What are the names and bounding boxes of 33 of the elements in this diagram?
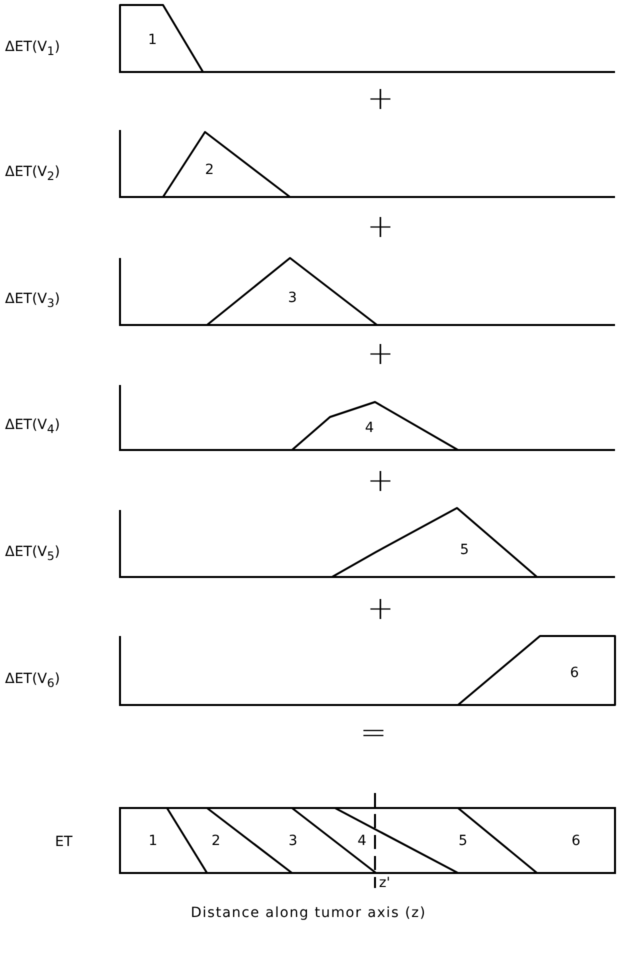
bar-heading: ET — [55, 835, 72, 849]
profile-number: 4 — [365, 421, 374, 435]
profile-shape — [458, 636, 615, 705]
segment-number: 1 — [145, 832, 161, 850]
plus-sign: + — [367, 82, 394, 114]
plus-sign: + — [367, 464, 394, 496]
segment-number: 4 — [355, 832, 369, 850]
curve-label: ΔET(V$_{4}$) — [5, 418, 60, 436]
profile-number: 5 — [460, 543, 469, 557]
plus-sign: + — [367, 210, 394, 242]
curve-label: ΔET(V$_{1}$) — [5, 40, 60, 58]
profile-shape — [332, 508, 537, 577]
profile-number: 1 — [148, 33, 157, 47]
segment-number: 3 — [285, 832, 301, 850]
segment-number: 2 — [208, 832, 224, 850]
plus-sign: + — [367, 337, 394, 369]
profile-shape — [120, 5, 203, 72]
profile-number: 6 — [570, 666, 579, 680]
profile-shape — [163, 132, 290, 197]
curve-label: ΔET(V$_{3}$) — [5, 292, 60, 310]
curve-label: ΔET(V$_{2}$) — [5, 165, 60, 182]
profile-shape — [292, 402, 458, 450]
equals-sign: = — [360, 716, 387, 748]
plus-sign: + — [367, 592, 394, 624]
profile-shape — [207, 258, 377, 325]
segment-number: 6 — [568, 832, 584, 850]
axis-caption: Distance along tumor axis (z) — [190, 906, 428, 920]
curve-label: ΔET(V$_{5}$) — [5, 545, 60, 562]
profile-number: 3 — [288, 291, 297, 305]
position-label: z' — [379, 876, 390, 890]
profile-number: 2 — [205, 163, 214, 177]
curve-label: ΔET(V$_{6}$) — [5, 672, 60, 690]
segment-number: 5 — [455, 832, 471, 850]
